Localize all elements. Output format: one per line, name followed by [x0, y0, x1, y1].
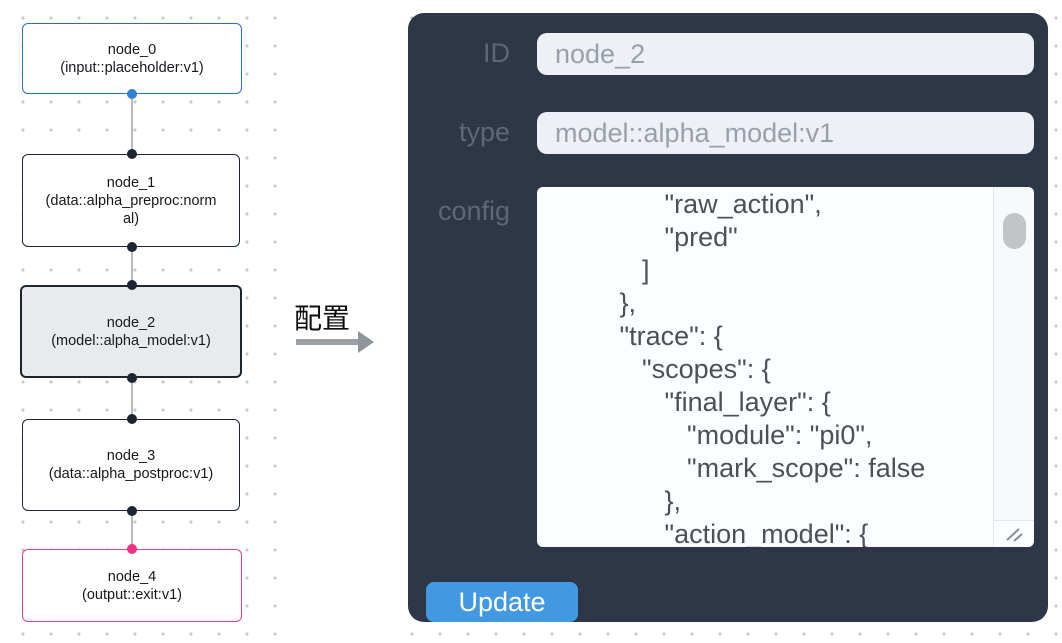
id-input[interactable]: node_2	[537, 33, 1034, 75]
node-id-label: node_1	[106, 174, 156, 191]
type-input[interactable]: model::alpha_model:v1	[537, 112, 1034, 154]
port-node1-input	[127, 149, 137, 159]
graph-node-node_1[interactable]: node_1 (data::alpha_preproc:normal)	[22, 154, 240, 247]
config-scrollbar-thumb[interactable]	[1003, 213, 1026, 249]
node-type-label: (model::alpha_model:v1)	[51, 332, 211, 349]
node-id-label: node_0	[107, 41, 157, 58]
textarea-resize-handle[interactable]	[993, 520, 1034, 547]
config-canvas: ID node_2 type model::alpha_model:v1 con…	[394, 0, 1062, 643]
node-id-label: node_3	[106, 448, 156, 464]
port-node0-output	[127, 89, 137, 99]
port-node4-input	[127, 544, 137, 554]
node-id-label: node_2	[106, 314, 156, 331]
configure-annotation: 配置	[294, 303, 351, 334]
edge-node3-node4	[131, 511, 133, 549]
node-config-panel: ID node_2 type model::alpha_model:v1 con…	[408, 13, 1048, 622]
config-field-label: config	[437, 196, 510, 226]
graph-node-node_0[interactable]: node_0 (input::placeholder:v1)	[22, 23, 242, 94]
node-type-label: (data::alpha_preproc:normal)	[45, 192, 217, 227]
node-type-label: (data::alpha_postproc:v1)	[48, 466, 214, 482]
graph-node-node_4[interactable]: node_4 (output::exit:v1)	[22, 549, 242, 622]
right-arrow-icon	[296, 339, 358, 345]
port-node1-output	[127, 242, 137, 252]
edge-node2-node3	[131, 378, 133, 419]
resize-grip-icon	[1006, 528, 1023, 542]
port-node2-output	[127, 373, 137, 383]
update-button[interactable]: Update	[426, 582, 578, 622]
node-graph-canvas[interactable]: node_0 (input::placeholder:v1) node_1 (d…	[0, 0, 282, 643]
port-node2-input	[127, 280, 137, 290]
config-json-text: "raw_action", "pred" ] }, "trace": { "sc…	[619, 189, 926, 547]
id-field-label: ID	[483, 38, 510, 68]
type-field-label: type	[458, 117, 510, 147]
node-type-label: (input::placeholder:v1)	[60, 59, 204, 76]
edge-node1-node2	[131, 247, 133, 285]
edge-node0-node1	[131, 94, 133, 154]
port-node3-output	[127, 506, 137, 516]
port-node3-input	[127, 414, 137, 424]
config-textarea[interactable]: "raw_action", "pred" ] }, "trace": { "sc…	[537, 187, 1034, 547]
node-type-label: (output::exit:v1)	[82, 586, 182, 603]
right-arrow-head-icon	[358, 331, 374, 353]
node-id-label: node_4	[107, 568, 157, 585]
graph-node-node_3[interactable]: node_3 (data::alpha_postproc:v1)	[22, 419, 240, 511]
graph-node-node_2-selected[interactable]: node_2 (model::alpha_model:v1)	[20, 285, 242, 378]
config-scrollbar-track[interactable]	[993, 187, 1034, 520]
